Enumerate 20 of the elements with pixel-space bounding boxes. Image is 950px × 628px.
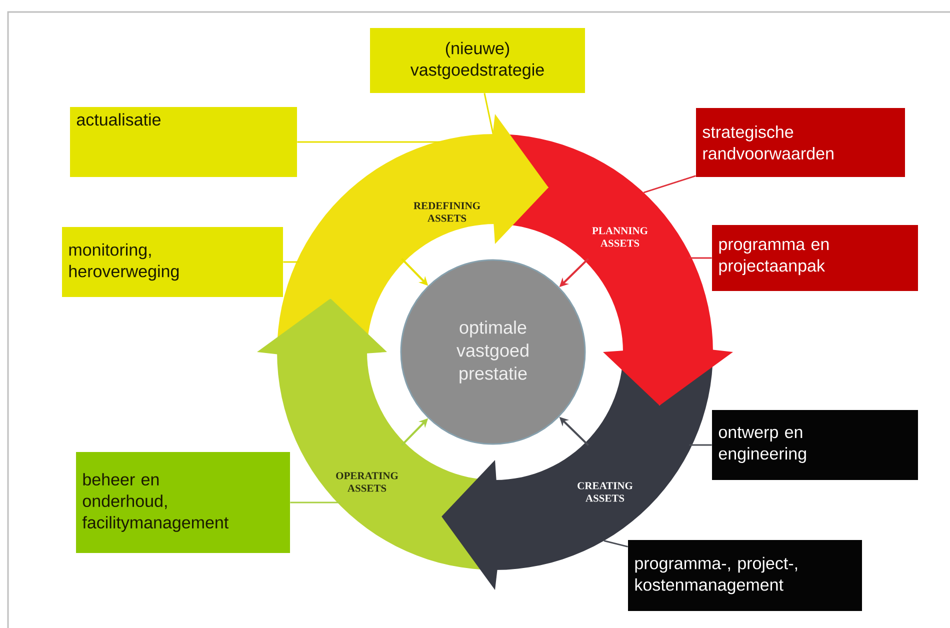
leader-line xyxy=(643,175,696,194)
text-box: ontwerp en engineering xyxy=(712,410,918,480)
leader-line xyxy=(688,257,712,259)
arrowhead xyxy=(257,298,387,354)
text-box: actualisatie xyxy=(70,107,297,177)
leader-line xyxy=(604,540,628,548)
text-box: programma-, project-, kostenmanagement xyxy=(628,540,862,611)
leader-line xyxy=(283,261,300,263)
text-box: beheer en onderhoud, facilitymanagement xyxy=(76,452,290,553)
arrowhead xyxy=(603,350,733,406)
leader-line xyxy=(290,502,340,504)
text-box: (nieuwe) vastgoedstrategie xyxy=(370,28,585,93)
leader-line xyxy=(484,93,494,134)
leader-line xyxy=(689,444,712,446)
text-box: monitoring, heroverweging xyxy=(62,227,283,297)
leader-line xyxy=(297,141,440,143)
text-box: strategische randvoorwaarden xyxy=(696,108,905,177)
arrowhead xyxy=(442,460,498,590)
text-box: programma en projectaanpak xyxy=(712,225,918,291)
arrowhead xyxy=(492,114,548,244)
